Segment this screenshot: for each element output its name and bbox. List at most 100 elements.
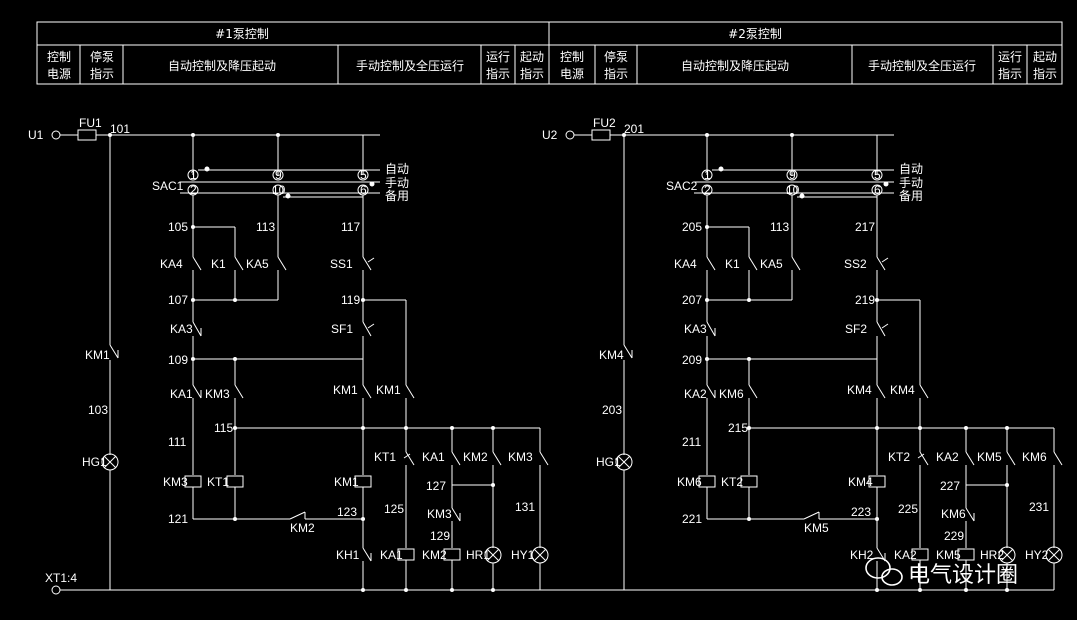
lamp-label: HG1 <box>82 455 107 469</box>
terminal-label: XT1:4 <box>45 571 77 585</box>
contact-label: 5 <box>360 168 367 182</box>
contact-label: K1 <box>211 257 226 271</box>
contact-label: 1 <box>190 168 197 182</box>
contact-label: KM2 <box>290 521 315 535</box>
watermark-text: 电气设计圈 <box>908 563 1018 588</box>
junctions-1 <box>108 133 495 592</box>
coil-label: KM3 <box>163 475 188 489</box>
lamp-label: HR2 <box>980 548 1004 562</box>
col-run-indicator-2: 指示 <box>486 66 510 81</box>
contact-label: KM1 <box>333 383 358 397</box>
supply-label: U2 <box>542 128 558 142</box>
col-stop-indicator-2: 指示 <box>604 66 628 81</box>
node-label: 123 <box>337 505 357 519</box>
node-label: 125 <box>384 502 404 516</box>
node-label: 131 <box>515 500 535 514</box>
contact-label: KM1 <box>85 348 110 362</box>
contact-label: KM4 <box>847 383 872 397</box>
node-label: 215 <box>728 421 748 435</box>
header-columns-left: 控制 电源 停泵 指示 自动控制及降压起动 手动控制及全压运行 运行 指示 起动… <box>47 49 544 81</box>
lamp-label: HR1 <box>466 548 490 562</box>
contact-label: 2 <box>704 183 711 197</box>
col-manual-control: 手动控制及全压运行 <box>356 58 464 73</box>
neutral-rail <box>51 585 1054 595</box>
node-label: 223 <box>851 505 871 519</box>
node-label: 217 <box>855 220 875 234</box>
coil-label: KM4 <box>848 475 873 489</box>
labels-pump-1: U1 FU1 101 SAC1 1 9 5 2 10 6 自动 手动 备用 10… <box>28 116 535 562</box>
contact-label: KA3 <box>684 322 707 336</box>
contact-label: KM3 <box>508 450 533 464</box>
col-start-indicator-1: 起动 <box>520 50 544 64</box>
col-stop-indicator-1: 停泵 <box>604 49 628 64</box>
fuse-label: FU1 <box>79 116 102 130</box>
switch-label: SAC1 <box>152 179 184 193</box>
lamp-label: HY1 <box>511 548 535 562</box>
coil-label: KM6 <box>677 475 702 489</box>
contact-label: 1 <box>704 168 711 182</box>
labels-pump-2: U2 FU2 201 SAC2 1 9 5 2 10 6 自动 手动 备用 20… <box>542 116 1049 562</box>
contact-label: KA4 <box>160 257 183 271</box>
node-label: 209 <box>682 353 702 367</box>
contact-label: K1 <box>725 257 740 271</box>
col-start-indicator-2: 指示 <box>1033 66 1057 81</box>
relay-label: KH1 <box>336 548 360 562</box>
node-label: 113 <box>256 220 275 234</box>
contact-label: KA1 <box>170 387 193 401</box>
col-control-power-1: 控制 <box>560 50 584 64</box>
pump2-title: #2泵控制 <box>728 27 782 41</box>
node-label: 225 <box>898 502 918 516</box>
node-label: 103 <box>88 403 108 417</box>
node-label: 219 <box>855 293 875 307</box>
contact-label: KA3 <box>170 322 193 336</box>
contact-label: 9 <box>789 168 796 182</box>
button-label: SS2 <box>844 257 867 271</box>
col-control-power-2: 电源 <box>560 67 584 81</box>
mode-auto-label: 自动 <box>899 162 923 176</box>
node-label: 205 <box>682 220 702 234</box>
node-label: 115 <box>214 421 233 435</box>
relay-label: KH2 <box>850 548 874 562</box>
contact-label: KM6 <box>941 507 966 521</box>
coil-label: KT1 <box>207 475 229 489</box>
contact-label: KT1 <box>374 450 396 464</box>
contact-label: KM4 <box>599 348 624 362</box>
contact-label: KA1 <box>422 450 445 464</box>
contact-label: KM6 <box>1022 450 1047 464</box>
coil-label: KM2 <box>422 548 447 562</box>
mode-standby-label: 备用 <box>899 189 923 203</box>
node-label: 221 <box>682 512 702 526</box>
coil-label: KM5 <box>936 548 961 562</box>
circuit-pump-1 <box>51 129 549 590</box>
contact-label: 9 <box>275 168 282 182</box>
col-start-indicator-1: 起动 <box>1033 50 1057 64</box>
contact-label: KA4 <box>674 257 697 271</box>
node-label: 101 <box>110 122 130 136</box>
lamp-label: HG1 <box>596 455 621 469</box>
node-label: 201 <box>624 122 644 136</box>
col-start-indicator-2: 指示 <box>520 66 544 81</box>
lamp-label: HY2 <box>1025 548 1049 562</box>
contact-label: KA2 <box>936 450 959 464</box>
col-run-indicator-2: 指示 <box>998 66 1022 81</box>
contact-label: 10 <box>786 183 800 197</box>
node-label: 227 <box>940 479 960 493</box>
header-table <box>36 21 1063 85</box>
contact-label: KM1 <box>376 383 401 397</box>
node-label: 119 <box>341 293 360 307</box>
node-label: 127 <box>426 479 446 493</box>
contact-label: KM3 <box>427 507 452 521</box>
contact-label: KT2 <box>888 450 910 464</box>
fuse-label: FU2 <box>593 116 616 130</box>
col-auto-control: 自动控制及降压起动 <box>681 59 789 73</box>
wechat-icon <box>865 557 903 586</box>
button-label: SS1 <box>330 257 353 271</box>
node-label: 203 <box>602 403 622 417</box>
col-stop-indicator-2: 指示 <box>90 66 114 81</box>
button-label: SF1 <box>331 322 353 336</box>
col-manual-control: 手动控制及全压运行 <box>868 58 976 73</box>
node-label: 109 <box>168 353 188 367</box>
coil-label: KM1 <box>334 475 359 489</box>
col-run-indicator-1: 运行 <box>486 50 510 64</box>
